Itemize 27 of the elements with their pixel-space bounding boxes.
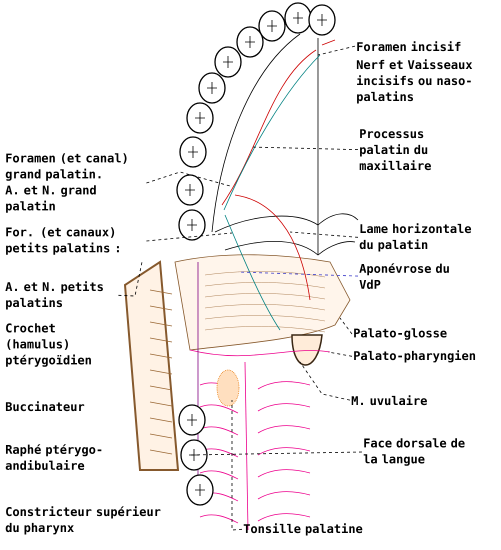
part-label: A. et N. petits palatins [5,281,103,310]
part-label: Buccinateur [6,401,84,412]
leader-line [300,362,350,401]
part-label: M. uvulaire [352,395,427,406]
part-label: Nerf et Vaisseaux incisifs ou naso-palatins [356,59,472,104]
part-label: Raphé ptérygo-andibulaire [6,444,102,470]
part-label: Foramen (et canal) grand palatin. A. et N. grand palatin [5,153,127,213]
part-label: Face dorsale de la langue [364,438,465,466]
part-label: Foramen incisif [357,41,460,52]
part-label: Tonsille palatine [244,523,362,536]
leader-line [146,232,232,242]
part-label: Constricteur supérieur du pharynx [6,506,160,534]
leader-line [290,232,358,238]
part-label: For. (et canaux) petits palatins : [6,227,119,255]
part-label: Palato-glosse [354,328,447,340]
leader-line [146,172,230,186]
leader-line [232,400,242,530]
leader-line [328,352,352,357]
part-label: Aponévrose du VdP [359,263,449,289]
leader-line [190,452,362,456]
leader-line [118,262,142,296]
leader-line [340,318,352,334]
part-label: Lame horizontale du palatin [360,223,472,252]
part-label: Palato-pharyngien [354,350,476,362]
leader-line [318,46,356,56]
part-label: Crochet (hamulus) ptérygoïdien [6,323,91,367]
part-label: Processus palatin du maxillaire [360,129,431,170]
